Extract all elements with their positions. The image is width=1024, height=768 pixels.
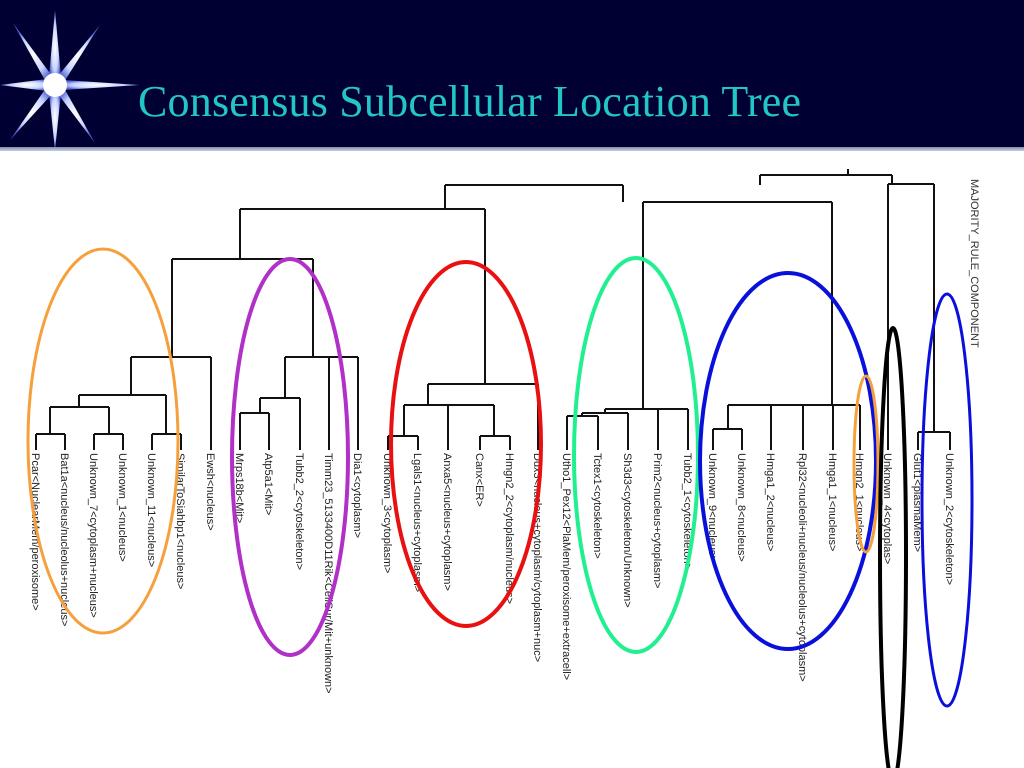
cluster-purple-mit-ellipse	[230, 257, 350, 657]
leaf-label: Tubb2_2<cytoskeleton>	[293, 453, 305, 570]
cluster-black-ellipse	[878, 326, 908, 768]
leaf-label: Dia1<cytoplasm>	[351, 453, 363, 538]
tree-diagram-panel: Pcar<NuclearMem/peroxisome> Bat1a<nucleus…	[0, 151, 1024, 768]
leaf-label: Rpl32<nucleoli+nucleus/nucleolus+cytopla…	[796, 453, 808, 682]
cluster-green-cytoskeleton-ellipse	[572, 256, 700, 654]
leaf-label: Hmgn2_1<nucleus>	[853, 453, 865, 551]
leaf-label: Sh3d3<cytoskeleton/Unknown>	[621, 453, 633, 608]
leaf-label: Unknown_7<cytoplasm+nucleus>	[87, 453, 99, 618]
slide-header: Consensus Subcellular Location Tree	[0, 0, 1024, 151]
leaf-label: Atp5a1<Mit>	[262, 453, 274, 515]
cluster-small-orange-ellipse	[852, 374, 880, 554]
cluster-blue-right-ellipse	[920, 292, 974, 708]
cluster-highlights	[26, 247, 974, 768]
star-burst-icon	[0, 10, 140, 150]
leaf-label: Bat1a<nucleus/nucleolus+nucleus>	[58, 453, 70, 626]
root-label: MAJORITY_RULE_COMPONENT	[968, 179, 980, 348]
leaf-label: Ddx3<nucleus+cytoplasm/cytoplasm+nuc>	[531, 453, 543, 662]
leaf-label: Unknown_2<cytoskeleton>	[943, 453, 955, 585]
slide-title: Consensus Subcellular Location Tree	[138, 77, 802, 126]
leaf-label: Canx<ER>	[473, 453, 485, 507]
leaf-label: Hmgn2_2<cytoplasm/nucleus>	[503, 453, 515, 604]
header-divider	[0, 147, 1024, 151]
cluster-red-cytoplasm-ellipse	[389, 260, 543, 628]
leaf-label: Hmga1_1<nucleus>	[826, 453, 838, 551]
leaf-label: Unknown_8<nucleus>	[735, 453, 747, 562]
leaf-label: Unknown_1<nucleus>	[116, 453, 128, 562]
leaf-label: Prim2<nucleus+cytoplasm>	[651, 453, 663, 588]
leaf-label: Anxa5<nucleus+cytoplasm>	[441, 453, 453, 591]
leaf-label: Unknown_3<cytoplasm>	[381, 453, 393, 573]
leaf-label: Timm23_5133400D11Rik<CellSur/Mit+unknown…	[322, 453, 334, 694]
leaf-label: Unknown_4<cytoplas>	[881, 453, 893, 564]
leaf-label: Mrps18b<Mit>	[233, 453, 245, 523]
leaf-label: Lgals1<nucleus+cytoplasm>	[411, 453, 423, 592]
tree-branches	[35, 169, 951, 450]
leaf-label: Pcar<NuclearMem/peroxisome>	[29, 453, 41, 611]
phylogenetic-tree: Pcar<NuclearMem/peroxisome> Bat1a<nucleus…	[26, 169, 980, 768]
leaf-label: Hmga1_2<nucleus>	[764, 453, 776, 551]
leaf-label: Tctex1<cytoskeleton>	[591, 453, 603, 559]
cluster-orange-nucleus-ellipse	[26, 247, 180, 635]
leaf-label: Unknown_11<nucleus>	[145, 453, 157, 567]
cluster-blue-nucleus-ellipse	[698, 271, 878, 651]
leaf-labels: Pcar<NuclearMem/peroxisome> Bat1a<nucleus…	[29, 453, 955, 694]
leaf-label: Ewsh<nucleus>	[204, 453, 216, 531]
leaf-label: Utho1_Pex12<PlaMem/peroxisome+extracell>	[560, 453, 572, 680]
leaf-label: Glut1<plasmaMem>	[911, 453, 923, 552]
